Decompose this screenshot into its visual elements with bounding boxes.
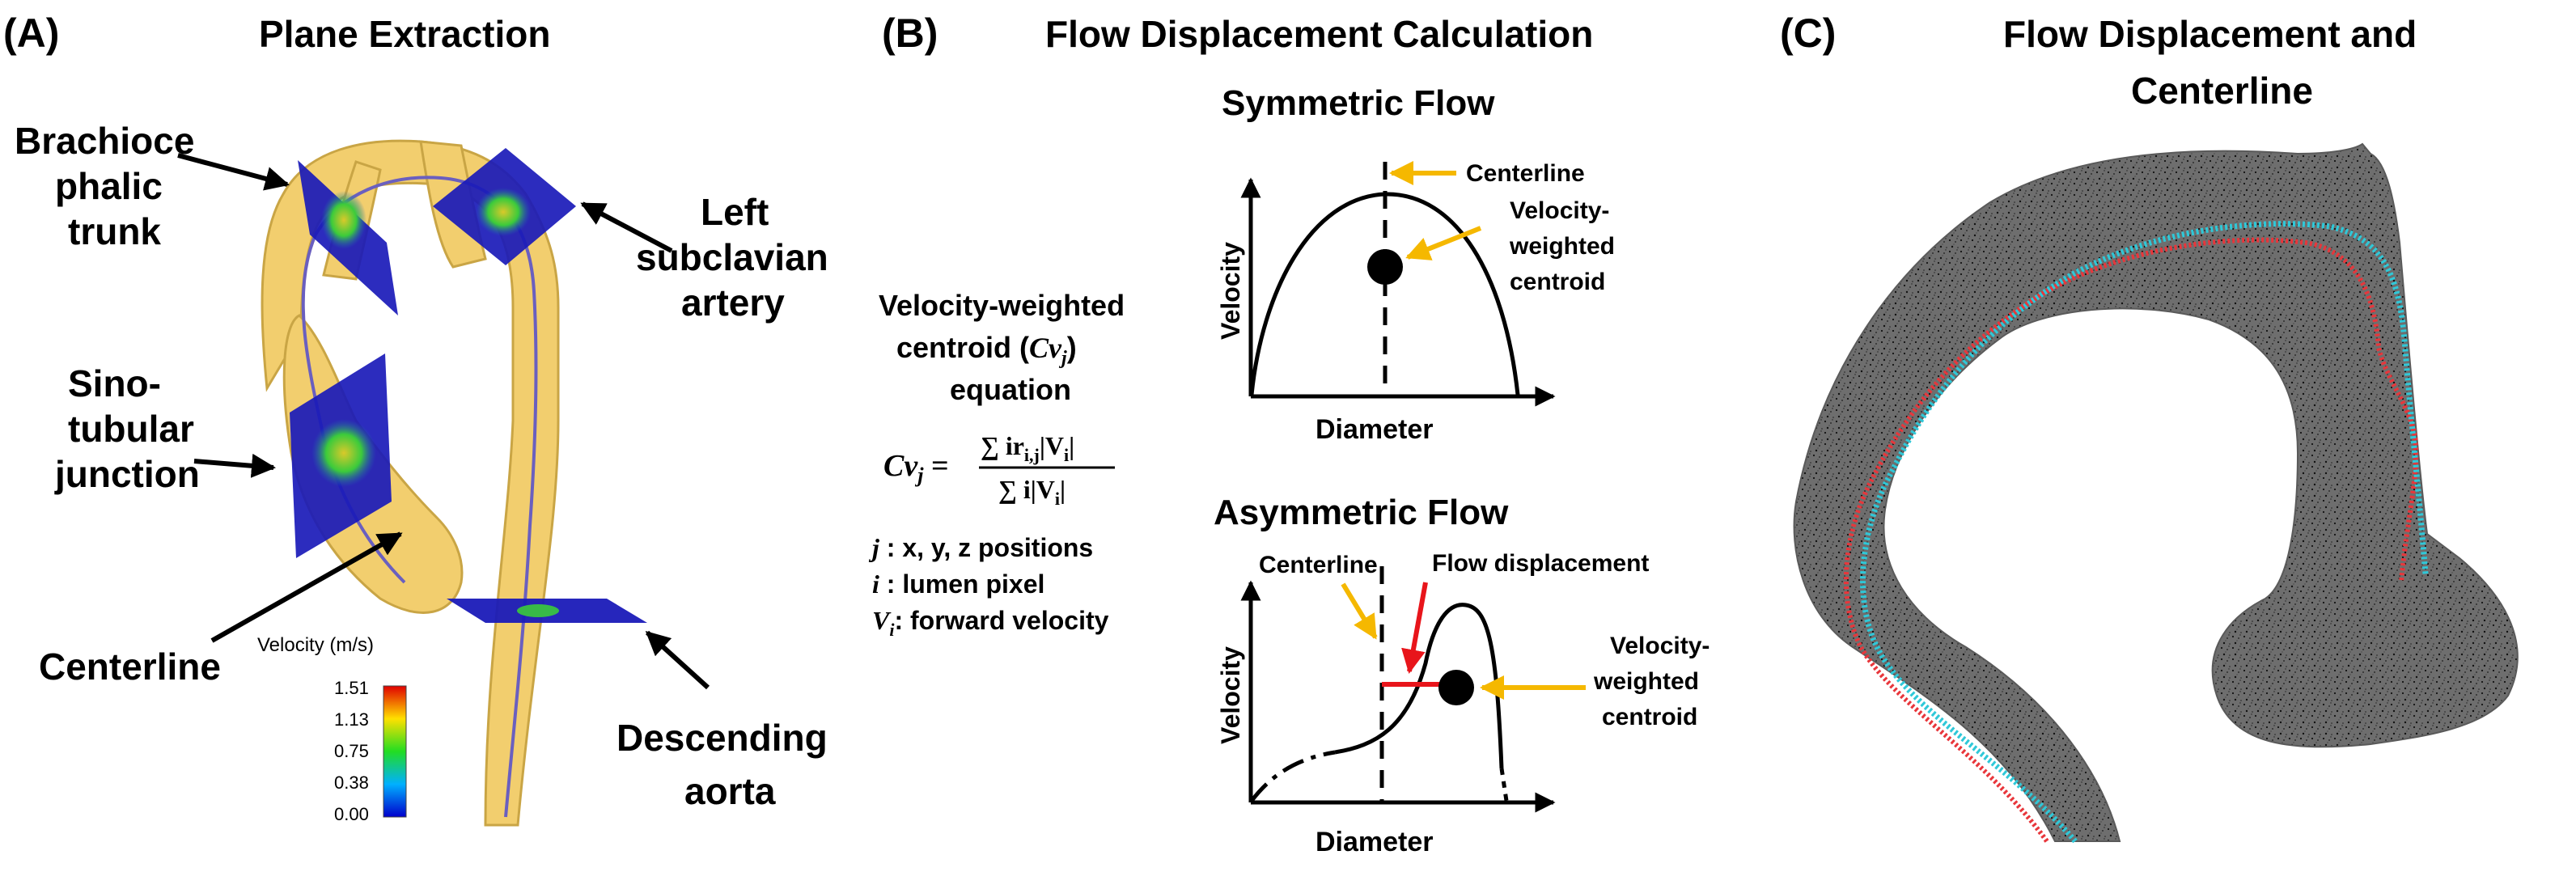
arrow-centerline — [210, 531, 403, 643]
label-sinotubular-junction: Sino- tubular junction — [54, 362, 200, 495]
panel-b: (B) Flow Displacement Calculation Veloci… — [868, 11, 1710, 857]
colorbar-tick-3: 0.75 — [334, 741, 369, 761]
sym-centerline-label: Centerline — [1466, 160, 1585, 187]
equation-numerator: ∑ iri,j|Vi| — [981, 431, 1074, 465]
def-j: j : x, y, z positions — [868, 533, 1093, 562]
svg-text:Left: Left — [701, 191, 769, 233]
svg-text:junction: junction — [54, 453, 200, 495]
def-v: Vi: forward velocity — [872, 606, 1109, 640]
plane-brachiocephalic — [298, 160, 398, 315]
sym-xlabel: Diameter — [1316, 414, 1434, 445]
equation-lhs: Cvj = — [883, 449, 949, 487]
panel-c-title-line2: Centerline — [2131, 70, 2313, 112]
asymmetric-flow-diagram: Asymmetric Flow Velocity Diameter Center… — [1214, 493, 1710, 857]
arrow-brachiocephalic — [177, 153, 290, 191]
asym-profile-tail — [1499, 768, 1509, 802]
asym-xlabel: Diameter — [1316, 827, 1434, 857]
svg-text:phalic: phalic — [55, 165, 163, 207]
colorbar-title: Velocity (m/s) — [257, 634, 374, 656]
asym-centroid-dot — [1438, 670, 1474, 705]
panel-b-label: (B) — [882, 11, 938, 56]
panel-c-title-line1: Flow Displacement and — [2003, 13, 2417, 55]
symmetric-flow-diagram: Symmetric Flow Velocity Diameter Centerl… — [1216, 83, 1615, 445]
svg-text:artery: artery — [681, 281, 785, 324]
svg-text:tubular: tubular — [68, 408, 194, 450]
aorta-mesh — [1793, 142, 2519, 844]
panel-c-label: (C) — [1780, 11, 1836, 56]
colorbar-tick-5: 0.00 — [334, 804, 369, 824]
panel-b-title: Flow Displacement Calculation — [1045, 13, 1593, 55]
panel-c: (C) Flow Displacement and Centerline — [1780, 11, 2519, 844]
centerline-path — [1860, 221, 2429, 844]
colorbar-tick-4: 0.38 — [334, 773, 369, 793]
svg-text:Velocity-: Velocity- — [1510, 197, 1609, 224]
def-i: i : lumen pixel — [872, 569, 1044, 599]
plane-sinotubular — [290, 353, 392, 558]
svg-text:centroid: centroid — [1510, 269, 1605, 295]
panel-a-title: Plane Extraction — [259, 13, 550, 55]
svg-text:weighted: weighted — [1593, 668, 1699, 695]
label-descending-aorta: Descending aorta — [616, 717, 828, 812]
plane-left-subclavian — [433, 148, 576, 265]
velocity-colorbar: Velocity (m/s) 1.51 1.13 0.75 0.38 0.00 — [257, 634, 407, 824]
arrow-left-subclavian — [580, 201, 673, 253]
svg-text:Velocity-weighted: Velocity-weighted — [879, 289, 1125, 322]
equation-caption-line2: centroid (Cvj) — [896, 331, 1077, 369]
asym-displacement-label: Flow displacement — [1432, 550, 1649, 577]
svg-text:weighted: weighted — [1509, 233, 1615, 260]
colorbar-tick-1: 1.51 — [334, 678, 369, 698]
label-left-subclavian-artery: Left subclavian artery — [636, 191, 828, 324]
colorbar-gradient — [383, 685, 407, 818]
svg-text:Sino-: Sino- — [68, 362, 161, 404]
colorbar-tick-2: 1.13 — [334, 709, 369, 730]
flow-displacement-path — [1843, 237, 2418, 843]
svg-text:equation: equation — [950, 373, 1071, 406]
asym-ylabel: Velocity — [1216, 646, 1245, 744]
sym-centroid-arrow — [1405, 226, 1482, 260]
equation-denominator: ∑ i|Vi| — [998, 475, 1066, 509]
asym-profile-dashed — [1250, 750, 1336, 802]
arrow-sinotubular — [193, 453, 276, 478]
arrow-descending-aorta — [645, 630, 710, 690]
label-brachiocephalic-trunk: Brachioce phalic trunk — [15, 120, 194, 252]
panel-a-label: (A) — [3, 11, 59, 56]
asym-displacement-arrow — [1401, 582, 1428, 674]
svg-text:Brachioce: Brachioce — [15, 120, 194, 162]
svg-text:Descending: Descending — [616, 717, 828, 759]
svg-text:subclavian: subclavian — [636, 236, 828, 278]
svg-text:centroid: centroid — [1602, 704, 1697, 730]
centroid-equation: Velocity-weighted centroid (Cvj) equatio… — [868, 289, 1125, 640]
asym-centerline-label: Centerline — [1259, 552, 1378, 578]
label-centerline: Centerline — [39, 646, 221, 688]
sym-ylabel: Velocity — [1216, 242, 1245, 340]
sym-centroid-dot — [1367, 249, 1403, 285]
svg-text:trunk: trunk — [68, 210, 161, 252]
asym-centerline-arrow — [1341, 582, 1378, 640]
asym-velocity-profile — [1334, 603, 1504, 769]
symmetric-title: Symmetric Flow — [1222, 83, 1495, 123]
plane-descending-aorta — [447, 599, 647, 623]
panel-a: (A) Plane Extraction Brach — [3, 11, 828, 827]
asymmetric-title: Asymmetric Flow — [1214, 493, 1509, 532]
svg-text:Velocity-: Velocity- — [1610, 633, 1710, 659]
svg-text:aorta: aorta — [684, 770, 776, 812]
